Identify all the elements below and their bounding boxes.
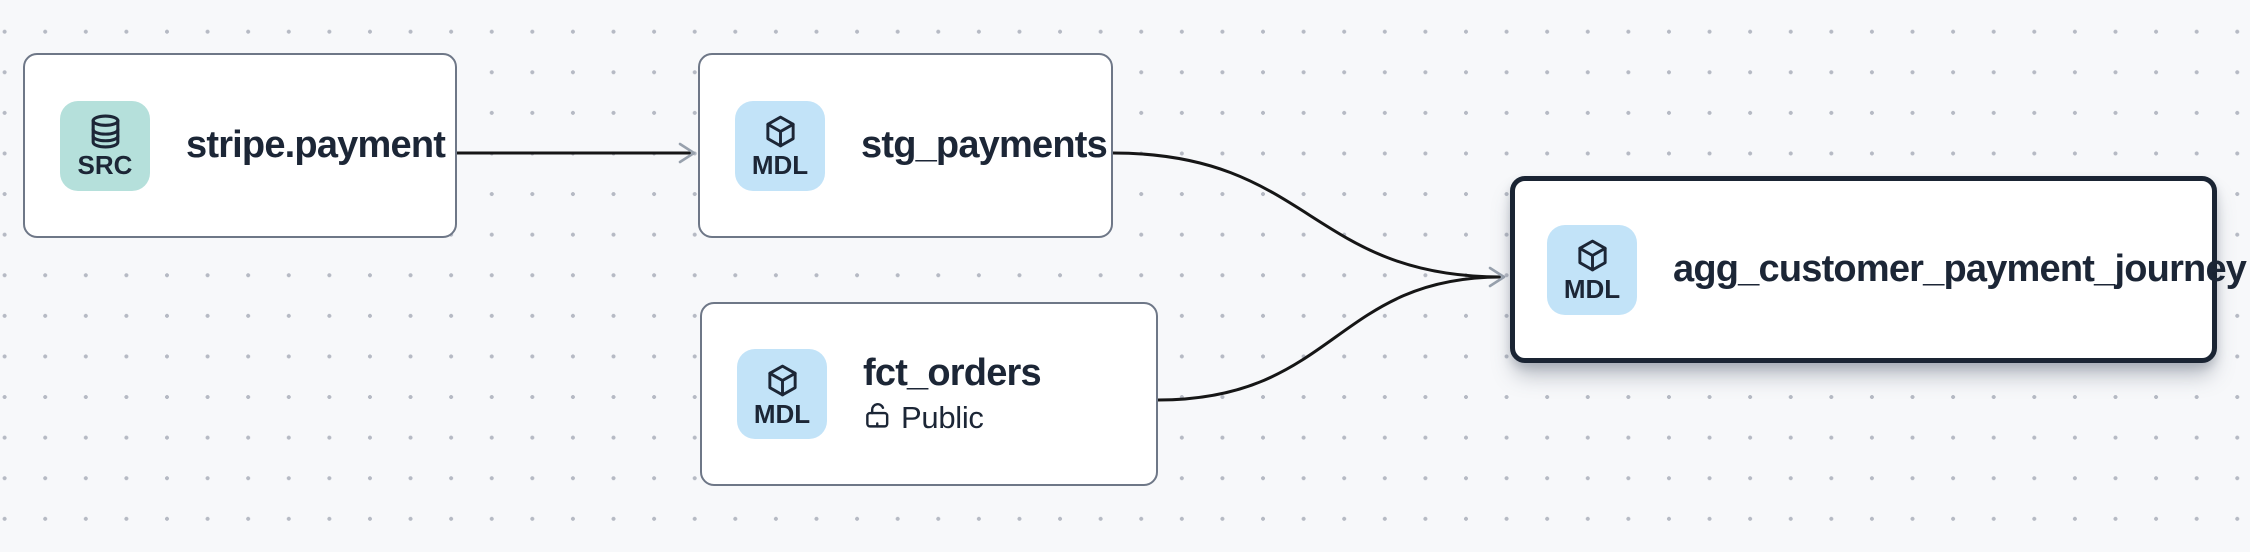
badge-label: MDL [753,398,811,429]
node-label: stripe.payment [186,123,446,166]
node-label: stg_payments [861,123,1108,166]
cube-icon [764,362,801,399]
node-agg-customer-payment-journey[interactable]: MDL agg_customer_payment_journey [1510,176,2247,363]
cube-icon [762,113,799,150]
edge-stg-payments-to-agg[interactable] [1112,151,1502,279]
node-label: fct_orders [863,351,1042,394]
node-fct-orders[interactable]: MDL fct_orders Public [700,302,1158,486]
source-type-badge: SRC [60,100,150,191]
access-label: Public [901,400,984,436]
edge-fct-orders-to-agg[interactable] [1157,275,1502,402]
badge-label: MDL [751,150,809,180]
badge-label: MDL [1563,274,1621,304]
model-type-badge: MDL [1547,224,1637,315]
model-type-badge: MDL [735,100,825,191]
model-type-badge: MDL [737,349,827,439]
node-stripe-payment[interactable]: SRC stripe.payment [23,53,457,238]
node-label: agg_customer_payment_journey [1673,247,2247,290]
cube-icon [1574,237,1611,274]
arrowhead-icon [1488,266,1506,288]
access-row: Public [863,400,1041,436]
badge-label: SRC [77,150,133,180]
arrowhead-icon [678,142,696,164]
node-stg-payments[interactable]: MDL stg_payments [698,53,1113,238]
database-icon [87,113,124,150]
lock-open-icon [863,401,892,435]
